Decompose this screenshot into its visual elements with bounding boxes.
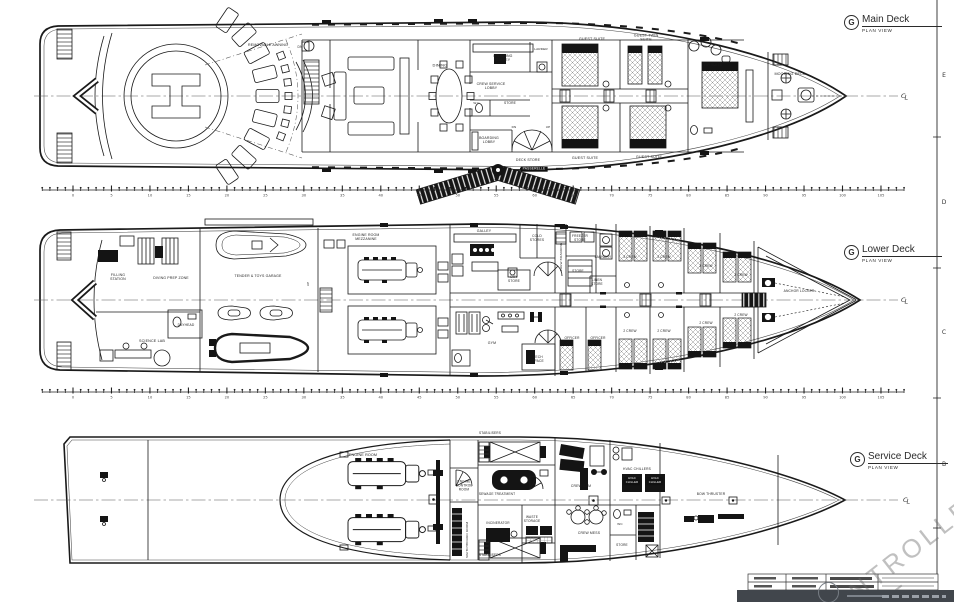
svg-text:10: 10 — [148, 194, 153, 198]
svg-text:25: 25 — [263, 194, 268, 198]
svg-text:75: 75 — [648, 396, 653, 400]
deck-title-main: G Main Deck PLAN VIEW — [844, 14, 942, 33]
deck-title-lower: G Lower Deck PLAN VIEW — [844, 244, 942, 263]
svg-text:0: 0 — [72, 194, 75, 198]
deck-name: Service Deck — [868, 451, 948, 464]
helipad-h-mark — [151, 73, 201, 119]
svg-text:35: 35 — [340, 194, 345, 198]
jetski — [217, 305, 251, 321]
service-deck-plan — [34, 436, 898, 564]
svg-text:15: 15 — [186, 194, 191, 198]
svg-text:35: 35 — [340, 396, 345, 400]
lower-deck-plan — [34, 218, 898, 377]
svg-text:L: L — [905, 94, 909, 102]
awning-loungers — [215, 7, 280, 185]
deck-subtitle: PLAN VIEW — [862, 258, 893, 263]
svg-text:40: 40 — [379, 194, 384, 198]
svg-text:C: C — [942, 329, 946, 336]
svg-text:70: 70 — [609, 396, 614, 400]
svg-text:40: 40 — [379, 396, 384, 400]
deck-subtitle: PLAN VIEW — [868, 465, 899, 470]
svg-text:90: 90 — [763, 396, 768, 400]
svg-text:0: 0 — [72, 396, 75, 400]
svg-text:105: 105 — [878, 194, 885, 198]
svg-text:105: 105 — [878, 396, 885, 400]
svg-text:55: 55 — [494, 396, 499, 400]
deck-name: Main Deck — [862, 14, 942, 27]
svg-text:25: 25 — [263, 396, 268, 400]
main-deck-plan — [34, 7, 898, 205]
svg-text:95: 95 — [802, 396, 807, 400]
builder-logo-icon: G — [844, 245, 859, 260]
svg-text:80: 80 — [686, 396, 691, 400]
footer-logo-icon — [818, 582, 839, 602]
builder-logo-icon: G — [850, 452, 865, 467]
dining-chairs — [428, 60, 475, 132]
svg-text:C: C — [901, 296, 906, 304]
svg-text:30: 30 — [302, 194, 307, 198]
footer-bar — [737, 590, 954, 602]
deck-name: Lower Deck — [862, 244, 942, 257]
station-ruler-main: 0 5 10 15 20 25 30 35 40 45 50 55 60 65 70 75 80 85 90 95 10… — [41, 185, 905, 198]
deck-subtitle: PLAN VIEW — [862, 28, 893, 33]
svg-text:50: 50 — [455, 194, 460, 198]
svg-text:C: C — [903, 496, 908, 504]
svg-text:75: 75 — [648, 194, 653, 198]
svg-text:B: B — [942, 461, 946, 468]
svg-text:60: 60 — [532, 194, 537, 198]
svg-text:30: 30 — [302, 396, 307, 400]
svg-text:70: 70 — [609, 194, 614, 198]
svg-text:50: 50 — [455, 396, 460, 400]
svg-text:5: 5 — [110, 194, 112, 198]
svg-text:20: 20 — [225, 194, 230, 198]
svg-text:5: 5 — [110, 396, 112, 400]
station-ruler-lower: 0 5 10 15 20 25 30 35 40 45 50 55 60 65 70 75 80 85 90 95 10… — [41, 387, 905, 400]
svg-text:15: 15 — [186, 396, 191, 400]
svg-text:45: 45 — [417, 396, 422, 400]
svg-text:45: 45 — [417, 194, 422, 198]
svg-text:65: 65 — [571, 194, 576, 198]
svg-text:80: 80 — [686, 194, 691, 198]
rib-boat — [209, 332, 310, 364]
svg-text:55: 55 — [494, 194, 499, 198]
svg-text:D: D — [942, 199, 947, 206]
svg-text:90: 90 — [763, 194, 768, 198]
svg-text:100: 100 — [839, 396, 847, 400]
svg-text:85: 85 — [725, 396, 730, 400]
svg-text:85: 85 — [725, 194, 730, 198]
svg-text:65: 65 — [571, 396, 576, 400]
deck-title-service: G Service Deck PLAN VIEW — [850, 451, 948, 470]
svg-text:E: E — [942, 72, 946, 79]
svg-text:60: 60 — [532, 396, 537, 400]
svg-text:20: 20 — [225, 396, 230, 400]
svg-text:95: 95 — [802, 194, 807, 198]
builder-logo-icon: G — [844, 15, 859, 30]
passerelle — [415, 164, 581, 205]
svg-text:L: L — [905, 298, 909, 306]
jetski — [259, 305, 293, 321]
tender-boat — [215, 230, 307, 260]
svg-text:10: 10 — [148, 396, 153, 400]
svg-text:100: 100 — [839, 194, 847, 198]
svg-text:L: L — [907, 498, 911, 506]
svg-text:C: C — [901, 92, 906, 100]
